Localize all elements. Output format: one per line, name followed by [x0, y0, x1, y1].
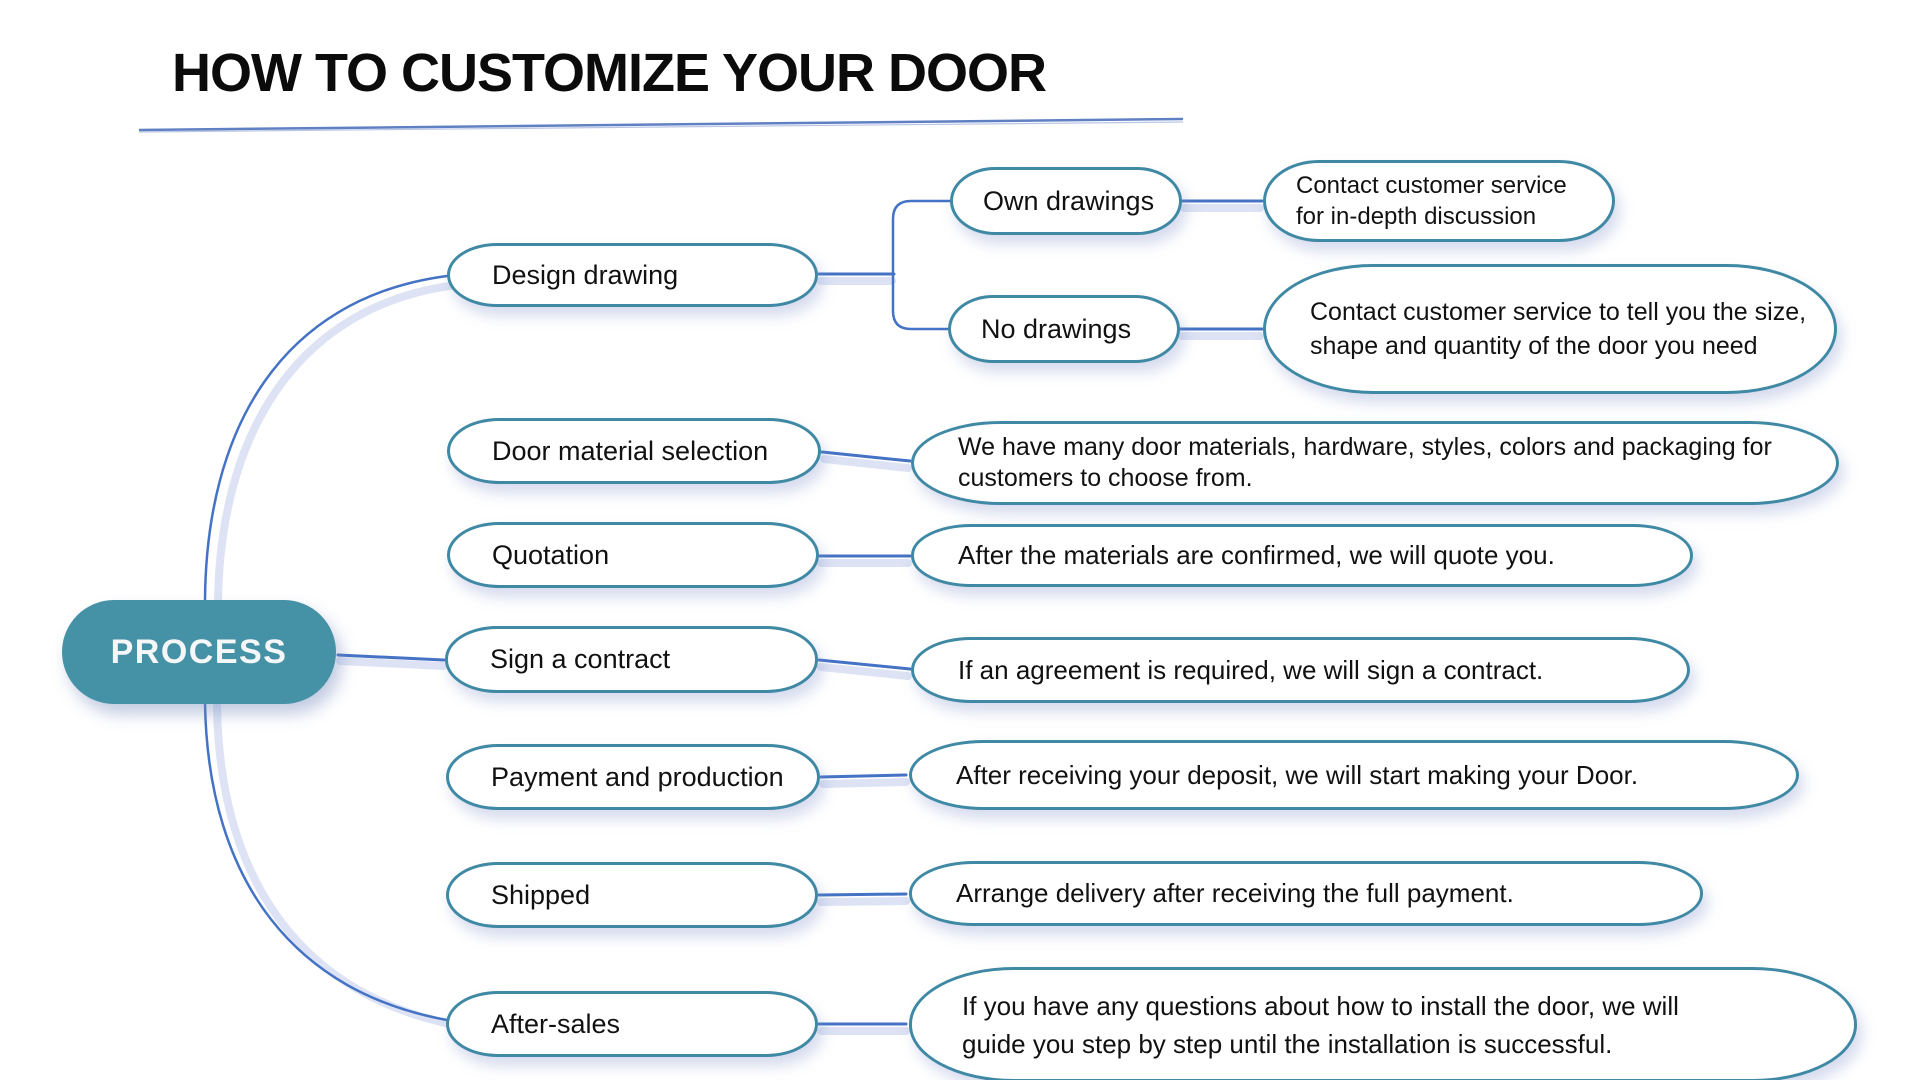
step-node-design-drawing: Design drawing — [447, 243, 818, 307]
desc-bubble-sign-contract: If an agreement is required, we will sig… — [911, 637, 1690, 703]
step-node-after-sales: After-sales — [446, 991, 818, 1057]
desc-bubble-no-drawings: Contact customer service to tell you the… — [1263, 264, 1837, 394]
process-sign-shadow — [336, 657, 447, 670]
step-node-quotation: Quotation — [447, 522, 819, 588]
process-root-node: PROCESS — [62, 600, 336, 704]
curve-process-to-design — [203, 274, 449, 603]
curve-top-shadow — [214, 281, 460, 609]
curve-process-to-aftersales — [203, 701, 449, 1022]
line-payment-to-desc — [819, 773, 908, 779]
title-underline — [138, 117, 1184, 132]
sign-stub-shadow — [817, 663, 912, 680]
desc-bubble-shipped: Arrange delivery after receiving the ful… — [909, 861, 1703, 926]
child-node-no-drawings: No drawings — [948, 295, 1180, 363]
step-node-door-material: Door material selection — [447, 418, 821, 484]
line-door-to-desc — [820, 450, 912, 463]
desc-bubble-quotation: After the materials are confirmed, we wi… — [911, 524, 1693, 587]
door-stub-shadow — [820, 455, 912, 472]
child-node-own-drawings: Own drawings — [950, 167, 1182, 235]
payment-stub-shadow — [819, 778, 910, 788]
shipped-stub-shadow — [817, 897, 910, 906]
page-title: HOW TO CUSTOMIZE YOUR DOOR — [172, 43, 1047, 103]
desc-bubble-after-sales: If you have any questions about how to i… — [909, 967, 1857, 1080]
bracket-design-branches — [891, 199, 952, 331]
line-sign-to-desc — [817, 658, 912, 671]
desc-bubble-own-drawings: Contact customer service for in-depth di… — [1263, 160, 1615, 242]
title-underline-soft — [138, 121, 1184, 133]
step-node-sign-contract: Sign a contract — [445, 626, 818, 693]
line-process-to-sign — [336, 653, 446, 662]
step-node-payment-production: Payment and production — [446, 744, 820, 810]
desc-bubble-door-material: We have many door materials, hardware, s… — [911, 421, 1839, 505]
step-node-shipped: Shipped — [446, 862, 818, 928]
desc-bubble-payment-production: After receiving your deposit, we will st… — [909, 740, 1799, 810]
line-shipped-to-desc — [817, 892, 908, 897]
